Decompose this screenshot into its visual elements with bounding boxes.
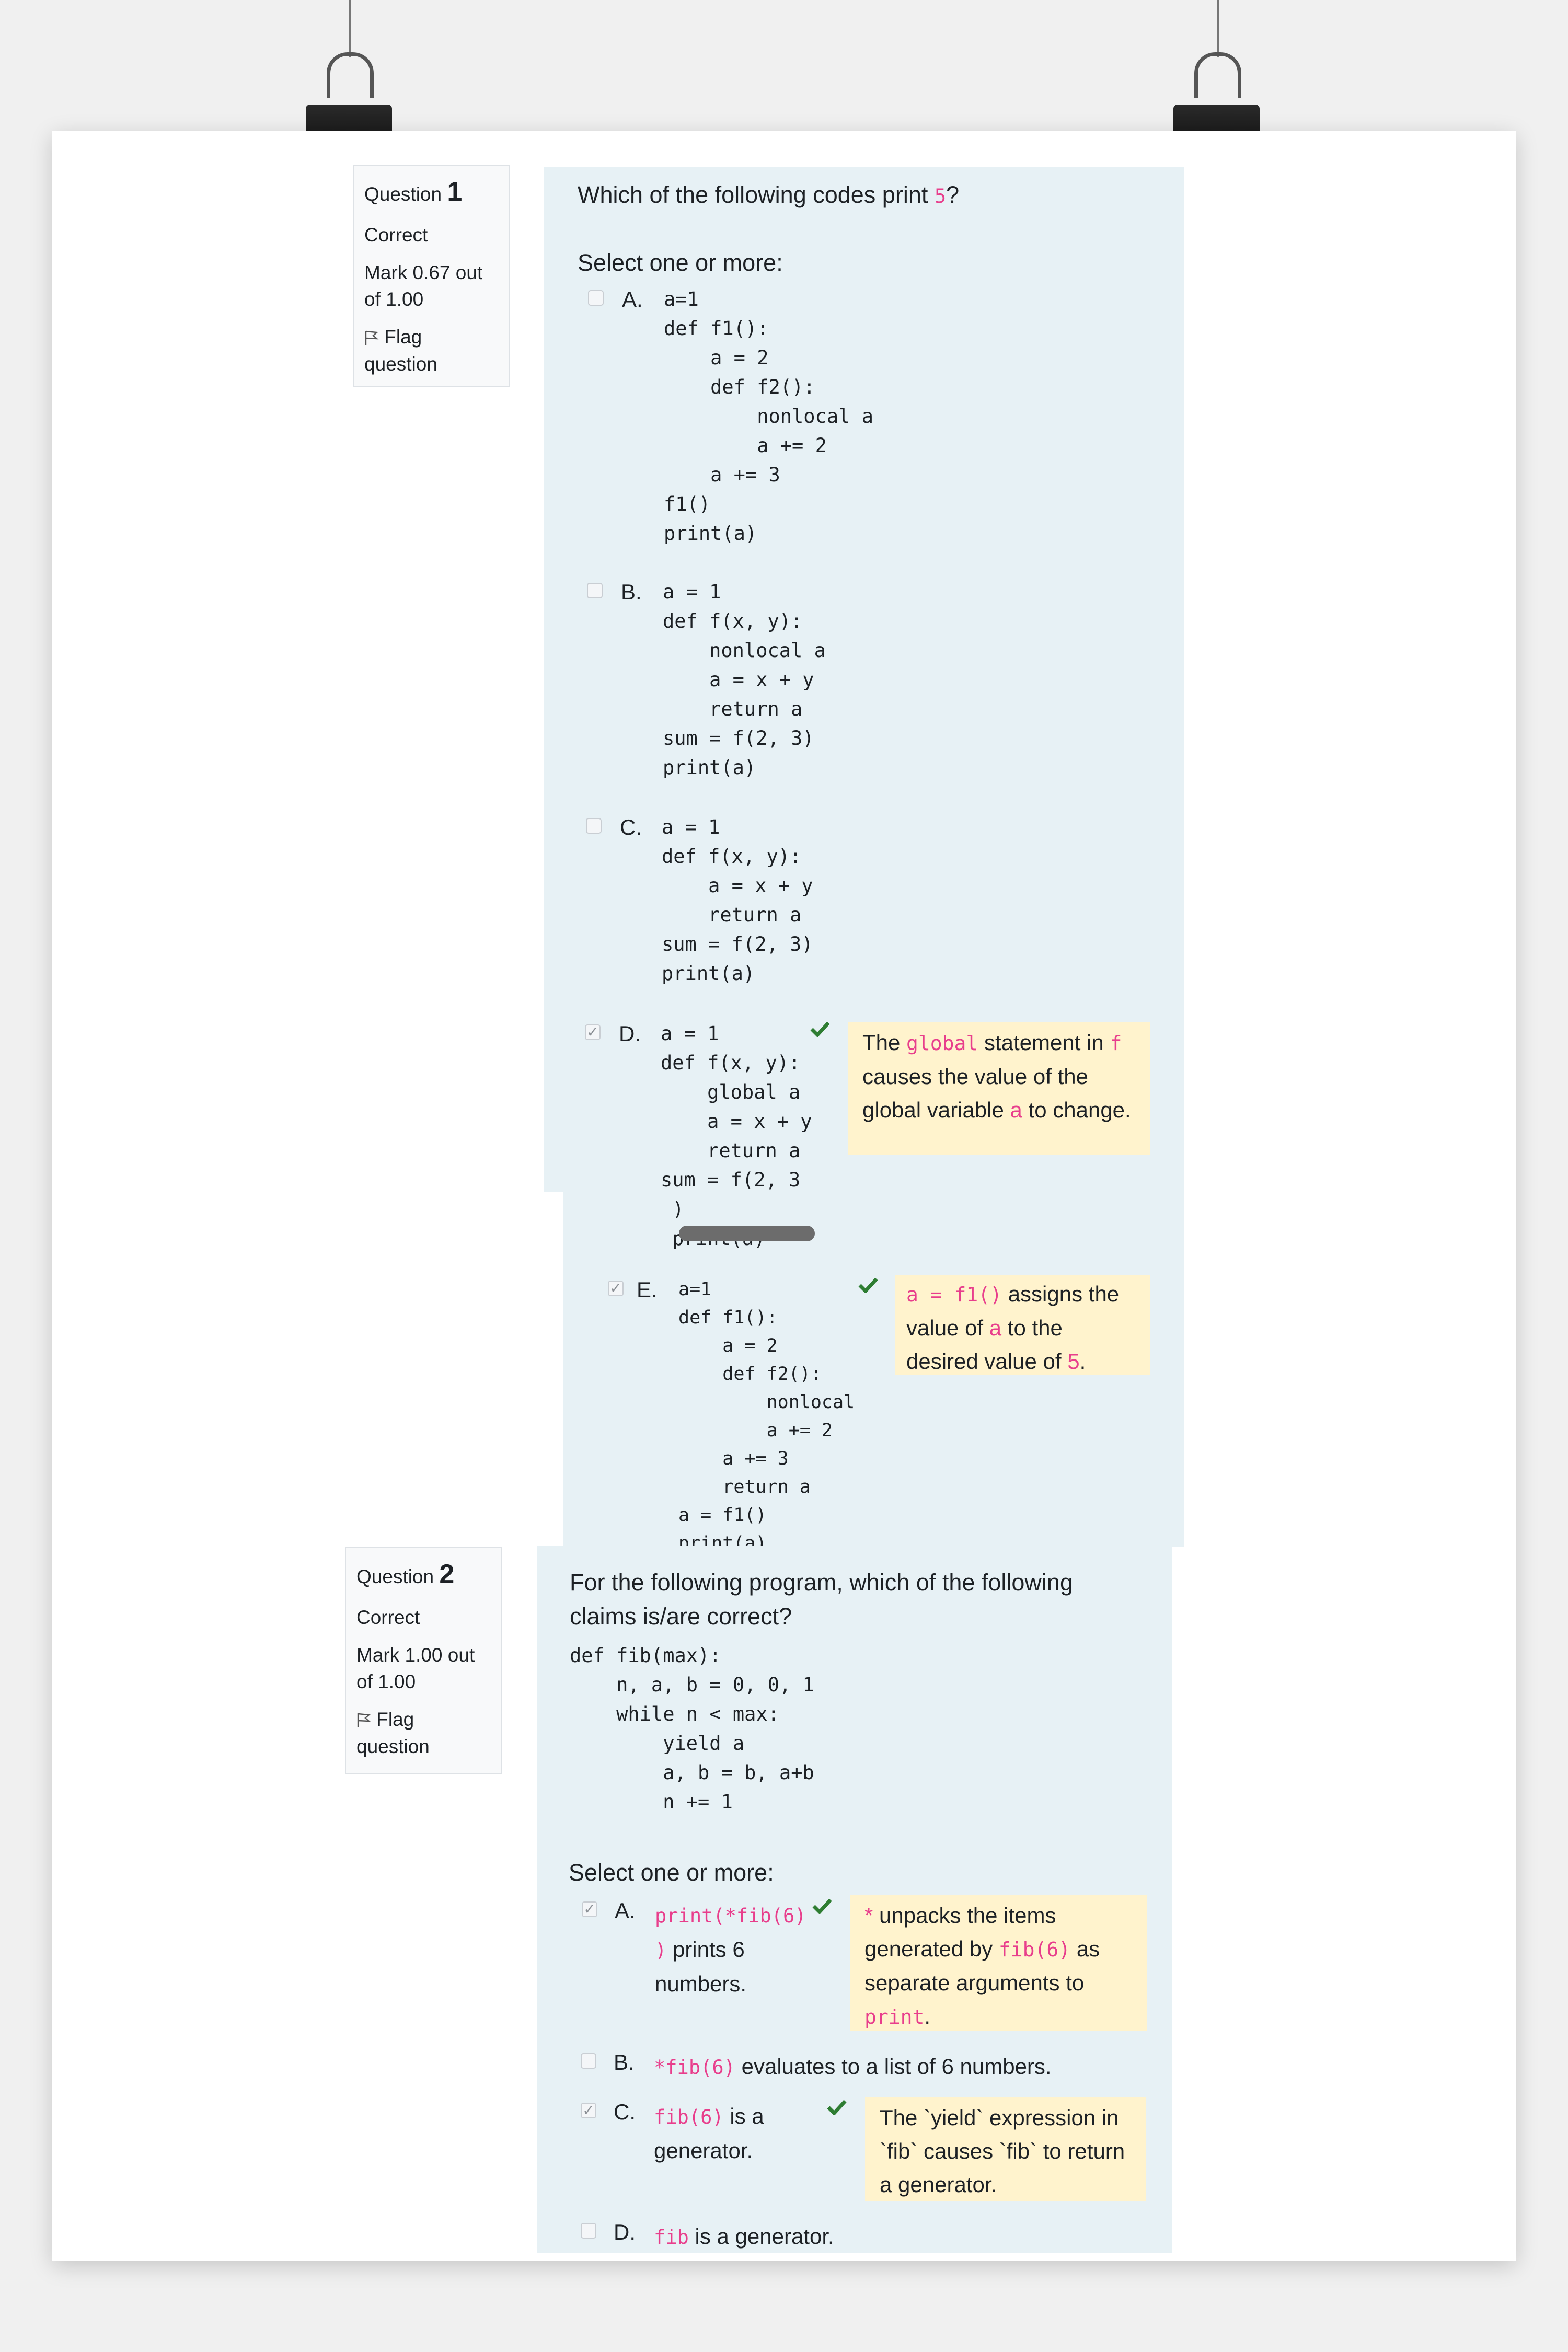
correct-icon: [827, 2100, 847, 2115]
q2-option-b-text: *fib(6) evaluates to a list of 6 numbers…: [654, 2054, 1052, 2079]
question-1-info: Question 1 Correct Mark 0.67 out of 1.00…: [353, 165, 510, 387]
code-scrollbar[interactable]: [679, 1226, 815, 1241]
option-a-code: a=1 def f1(): a = 2 def f2(): nonlocal a…: [664, 288, 873, 545]
option-e-checkbox[interactable]: ✓: [608, 1281, 624, 1296]
option-d-code: a = 1 def f(x, y): global a a = x + y re…: [661, 1022, 812, 1250]
question-state: Correct: [356, 1606, 420, 1628]
correct-icon: [858, 1277, 878, 1293]
option-b-code: a = 1 def f(x, y): nonlocal a a = x + y …: [663, 581, 826, 779]
question-1-content: [544, 167, 1184, 1192]
q2-option-a-checkbox[interactable]: ✓: [582, 1901, 597, 1917]
question-grade: Mark 0.67 out of 1.00: [364, 261, 483, 310]
option-c-code: a = 1 def f(x, y): a = x + y return a su…: [662, 816, 813, 985]
q2-option-b-checkbox[interactable]: [581, 2053, 596, 2069]
question-state: Correct: [364, 224, 428, 246]
select-label: Select one or more:: [569, 1859, 774, 1886]
q2-option-c-text: fib(6) is a generator.: [654, 2104, 764, 2163]
question-number: Question 2: [356, 1559, 455, 1589]
q2-option-d-checkbox[interactable]: [581, 2223, 596, 2239]
q2-option-d-text: fib is a generator.: [654, 2224, 834, 2249]
question-grade: Mark 1.00 out of 1.00: [356, 1644, 475, 1693]
correct-icon: [810, 1021, 830, 1037]
q2-option-c-feedback: The `yield` expression in `fib` causes `…: [865, 2097, 1146, 2201]
question-number: Question 1: [364, 177, 463, 207]
option-c-checkbox[interactable]: [586, 818, 602, 834]
option-d-feedback: The global statement in f causes the val…: [848, 1022, 1150, 1155]
option-a-checkbox[interactable]: [588, 290, 604, 306]
q2-option-a-text: print(*fib(6)) prints 6 numbers.: [655, 1905, 806, 1996]
option-e-feedback: a = f1() assigns the value of a to the d…: [895, 1275, 1150, 1375]
question-2-prompt: For the following program, which of the …: [570, 1569, 1073, 1630]
q2-option-c-checkbox[interactable]: ✓: [581, 2103, 596, 2118]
question-1-prompt: Which of the following codes print 5?: [578, 181, 960, 208]
flag-icon: [357, 1713, 371, 1728]
flag-question-link[interactable]: Flag question: [364, 326, 437, 375]
flag-question-link[interactable]: Flag question: [356, 1709, 430, 1757]
question-2-info: Question 2 Correct Mark 1.00 out of 1.00…: [345, 1547, 502, 1774]
question-2-code: def fib(max): n, a, b = 0, 0, 1 while n …: [570, 1644, 814, 1813]
select-label: Select one or more:: [578, 249, 783, 276]
flag-icon: [365, 330, 379, 345]
option-b-checkbox[interactable]: [587, 583, 603, 598]
q2-option-a-feedback: * unpacks the items generated by fib(6) …: [850, 1895, 1147, 2031]
option-d-checkbox[interactable]: ✓: [585, 1024, 601, 1040]
correct-icon: [812, 1898, 832, 1914]
option-e-code: a=1 def f1(): a = 2 def f2(): nonlocal a…: [678, 1279, 855, 1547]
